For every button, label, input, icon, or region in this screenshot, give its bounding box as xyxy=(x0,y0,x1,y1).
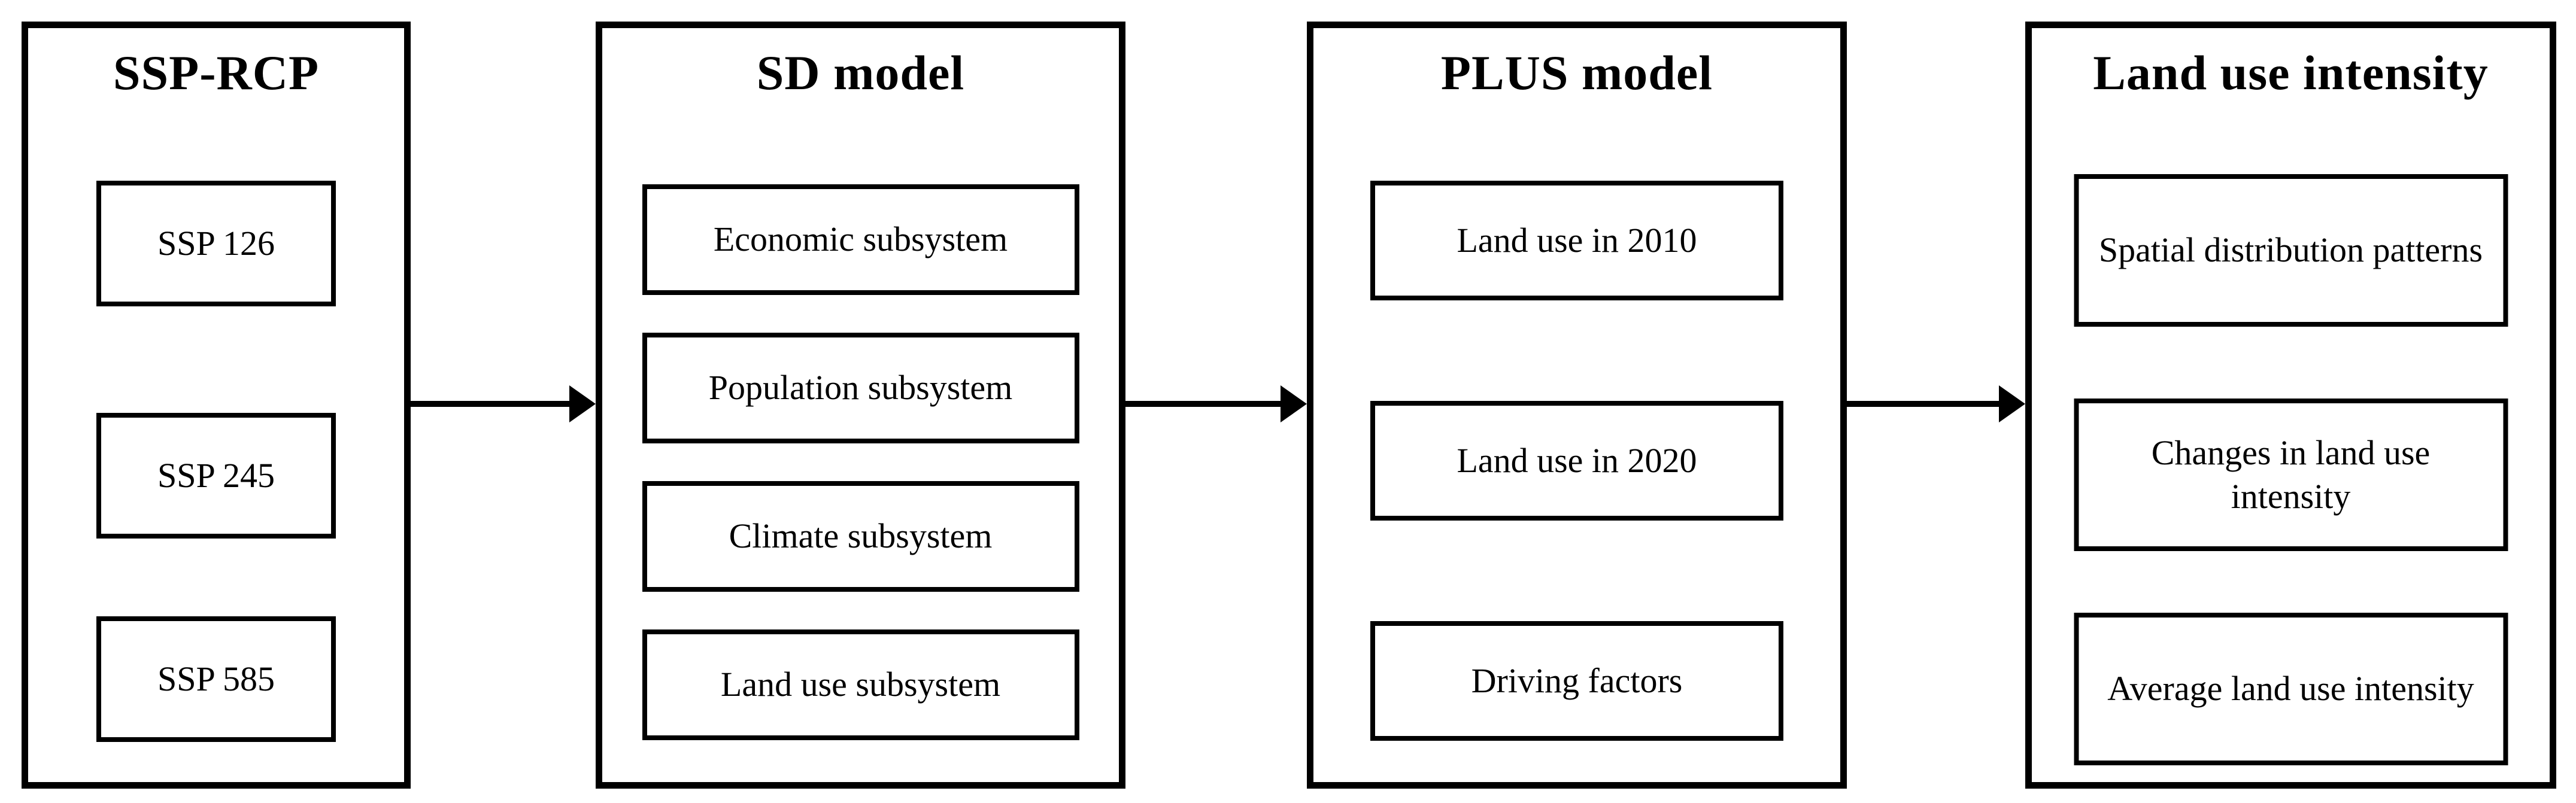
arrow-line xyxy=(1125,401,1283,407)
arrow-head-icon xyxy=(569,385,596,422)
panel-ssp-rcp-title: SSP-RCP xyxy=(113,45,320,100)
panel-land-use-intensity: Land use intensity Spatial distribution … xyxy=(2025,22,2556,789)
node-land-use-2020: Land use in 2020 xyxy=(1370,401,1783,521)
panel-sd-model: SD model Economic subsystem Population s… xyxy=(596,22,1125,789)
node-ssp-126: SSP 126 xyxy=(96,181,336,306)
node-driving-factors: Driving factors xyxy=(1370,621,1783,741)
node-ssp-585: SSP 585 xyxy=(96,616,336,742)
node-spatial-distribution-patterns: Spatial distribution patterns xyxy=(2074,174,2508,327)
node-economic-subsystem: Economic subsystem xyxy=(642,184,1079,295)
node-changes-in-land-use-intensity: Changes in land use intensity xyxy=(2074,399,2508,551)
panel-land-use-intensity-title: Land use intensity xyxy=(2093,45,2489,100)
arrow-head-icon xyxy=(1999,385,2025,422)
panel-plus-model-title: PLUS model xyxy=(1440,45,1713,100)
node-population-subsystem: Population subsystem xyxy=(642,333,1079,443)
arrow-line xyxy=(411,401,572,407)
panel-sd-model-title: SD model xyxy=(756,45,965,100)
node-ssp-245: SSP 245 xyxy=(96,413,336,539)
node-climate-subsystem: Climate subsystem xyxy=(642,481,1079,592)
node-land-use-2010: Land use in 2010 xyxy=(1370,181,1783,300)
panel-ssp-rcp: SSP-RCP SSP 126 SSP 245 SSP 585 xyxy=(22,22,411,789)
arrow-head-icon xyxy=(1281,385,1307,422)
panel-plus-model: PLUS model Land use in 2010 Land use in … xyxy=(1307,22,1847,789)
node-land-use-subsystem: Land use subsystem xyxy=(642,629,1079,740)
node-average-land-use-intensity: Average land use intensity xyxy=(2074,613,2508,765)
arrow-line xyxy=(1847,401,2001,407)
